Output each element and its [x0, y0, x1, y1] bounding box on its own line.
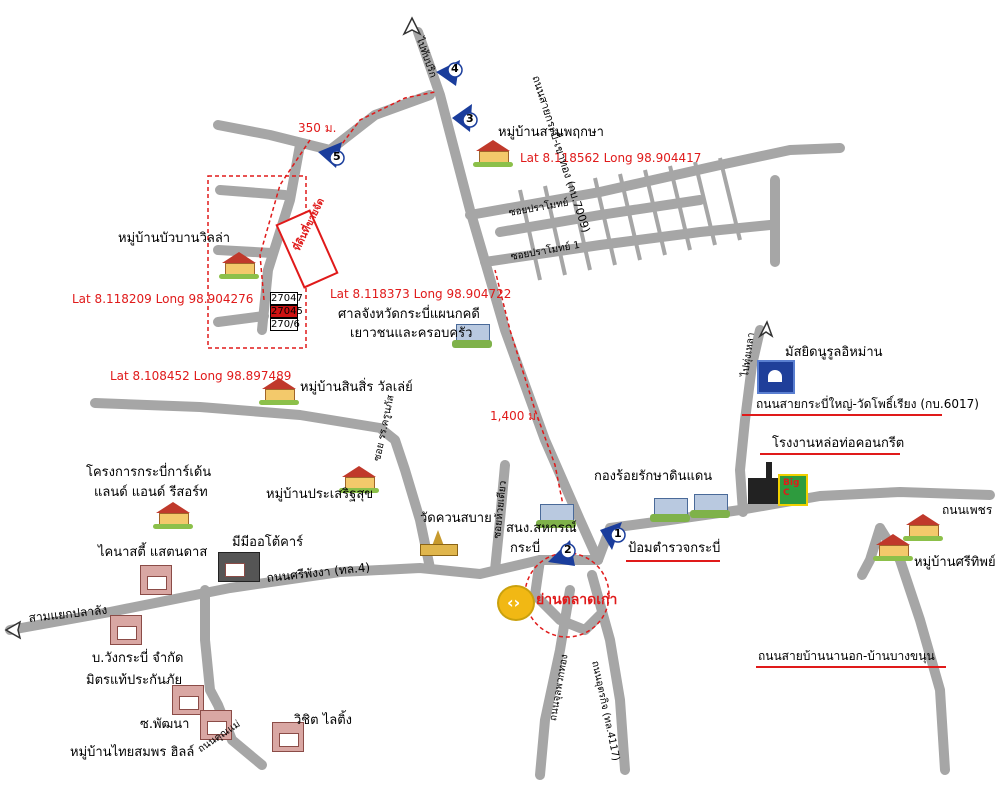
label-cooperative-1: สนง.สหกรณ์: [506, 521, 577, 536]
label-court-2: เยาวชนและครอบครัว: [350, 326, 473, 341]
factory-icon: [748, 462, 778, 504]
village-house-icon: [873, 534, 913, 561]
label-buabaan: หมู่บ้านบัวบานวิลล่า: [118, 231, 231, 246]
road-6017: [735, 325, 765, 517]
marker-4-label: 4: [451, 62, 459, 75]
label-dist-1400: 1,400 ม.: [490, 409, 540, 423]
label-court-1: ศาลจังหวัดกระบี่แผนกคดี: [338, 307, 480, 322]
village-house-icon: [259, 378, 299, 405]
marker-2-label: 2: [564, 543, 572, 556]
road-east-soi1: [495, 195, 705, 237]
village-house-icon: [903, 514, 943, 541]
shop-icon: [172, 685, 204, 715]
marker-1-label: 1: [614, 527, 622, 540]
shop-icon: [140, 565, 172, 595]
road-south-west: [200, 585, 267, 770]
police-underline: [626, 560, 720, 562]
label-mitrthae: มิตรแท้ประกันภัย: [86, 673, 183, 688]
village-house-icon: [339, 466, 379, 493]
village-house-icon: [219, 252, 259, 279]
police-building-icon: [690, 490, 730, 520]
coord-suan-phruksa: Lat 8.118562 Long 98.904417: [520, 151, 702, 165]
road-utarakit: [587, 570, 630, 775]
label-cooperative-2: กระบี่: [510, 541, 541, 556]
label-land-dept: กองร้อยรักษาดินแดน: [594, 469, 713, 484]
parcel-row-highlight: 27045: [270, 305, 303, 318]
label-sriphet: หมู่บ้านศรีทิพย์: [914, 555, 996, 570]
parcel-row: 270/6: [270, 318, 300, 331]
nanok-underline: [756, 666, 946, 668]
village-house-icon: [153, 502, 193, 529]
village-house-icon: [473, 140, 513, 167]
bigc-logo-icon: Big C: [778, 474, 808, 506]
label-mosque: มัสยิดนูรูลอิหม่าน: [785, 345, 883, 360]
label-market: ย่านตลาดเก่า: [536, 592, 618, 608]
arrow-north: [402, 16, 422, 36]
label-sinsin: หมู่บ้านสินสิ่ร วัลเล่ย์: [300, 380, 413, 395]
court-building-icon: [452, 320, 492, 350]
route-1400: [494, 269, 566, 516]
mosque-icon: [757, 360, 795, 394]
label-kainas: ไคนาสตี้ แสตนดาส: [98, 545, 208, 560]
label-wat: วัดควนสบาย: [420, 511, 492, 526]
parcel-table: 27047 27045 270/6: [270, 292, 303, 331]
arrow-west: [4, 620, 22, 640]
road-7009: [413, 27, 603, 565]
shop-icon: [200, 710, 232, 740]
road-sriphangnga: [5, 555, 603, 635]
land-dept-building-icon: [650, 494, 690, 524]
market-logo-icon: ‹›: [497, 585, 535, 621]
label-mimee: มีมีออโต้คาร์: [232, 535, 304, 550]
route-350: [329, 91, 436, 161]
label-prasert: หมู่บ้านประเสริฐสุข: [266, 487, 374, 502]
road-bua-2: [215, 185, 290, 200]
road-bua-4: [213, 311, 269, 327]
label-road-phet: ถนนเพชร: [942, 503, 993, 517]
shop-icon: [272, 722, 304, 752]
label-police: ป้อมตำรวจกระบี่: [628, 541, 721, 556]
label-village-thai: หมู่บ้านไทยสมพร ฮิลล์: [70, 745, 195, 760]
label-nanok-road: ถนนสายบ้านนานอก-บ้านบางขนุน: [758, 649, 935, 663]
road-west-upper: [90, 398, 435, 573]
car-shop-icon: [218, 552, 260, 582]
label-wang-krabi: บ.วังกระบี่ จำกัด: [92, 651, 184, 666]
route-to-plot: [259, 139, 311, 301]
coord-sinsin: Lat 8.108452 Long 98.897489: [110, 369, 292, 383]
road-6017-underline: [742, 414, 942, 416]
marker-5-label: 5: [333, 150, 341, 163]
temple-icon: [418, 530, 458, 556]
coord-court: Lat 8.118373 Long 98.904722: [330, 287, 512, 301]
cooperative-building-icon: [536, 500, 576, 530]
parcel-row: 27047: [270, 292, 303, 305]
marker-3-label: 3: [466, 112, 474, 125]
road-huai: [490, 460, 510, 575]
road-loop: [530, 555, 605, 635]
label-dist-350: 350 ม.: [298, 121, 337, 135]
label-phatthana: ซ.พัฒนา: [140, 717, 190, 732]
shop-icon: [110, 615, 142, 645]
road-bua-3: [213, 245, 277, 258]
label-suan-phruksa: หมู่บ้านสวนพฤกษา: [498, 125, 604, 140]
label-factory: โรงงานหล่อท่อคอนกรีต: [772, 436, 905, 451]
road-east-soi2: [480, 220, 775, 267]
arrow-mosque: [758, 320, 774, 339]
label-project-1: โครงการกระบี่การ์เด้น: [86, 465, 212, 480]
label-wichit: วิชิต ไลติ้ง: [294, 713, 352, 728]
label-road-6017: ถนนสายกระบี่ใหญ่-วัดโพธิ์เรียง (กบ.6017): [756, 397, 979, 411]
coord-left: Lat 8.118209 Long 98.904276: [72, 292, 254, 306]
label-project-2: แลนด์ แอนด์ รีสอร์ท: [94, 485, 208, 500]
factory-underline: [760, 453, 900, 455]
